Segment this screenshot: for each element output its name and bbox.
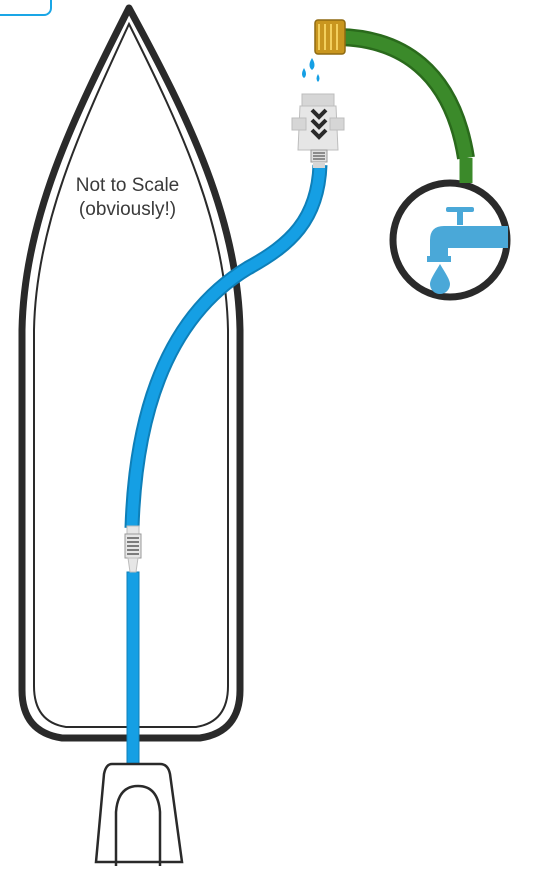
scale-disclaimer: Not to Scale (obviously!) [40, 174, 215, 222]
inline-hose-connector [124, 525, 142, 573]
caption-line-2: (obviously!) [78, 199, 177, 220]
caption-line-1: Not to Scale [75, 175, 180, 196]
water-spigot-icon [427, 207, 508, 262]
boat-hull [18, 4, 244, 742]
dripping-water [302, 58, 320, 82]
garden-hose [337, 28, 475, 160]
water-drop-icon [430, 264, 450, 294]
water-pressure-regulator [291, 93, 345, 168]
corner-tab [0, 0, 52, 16]
fresh-water-hose [124, 164, 328, 765]
brass-hose-fitting [314, 19, 346, 55]
dock-water-inlet [94, 762, 184, 866]
water-spigot-badge [389, 158, 511, 301]
